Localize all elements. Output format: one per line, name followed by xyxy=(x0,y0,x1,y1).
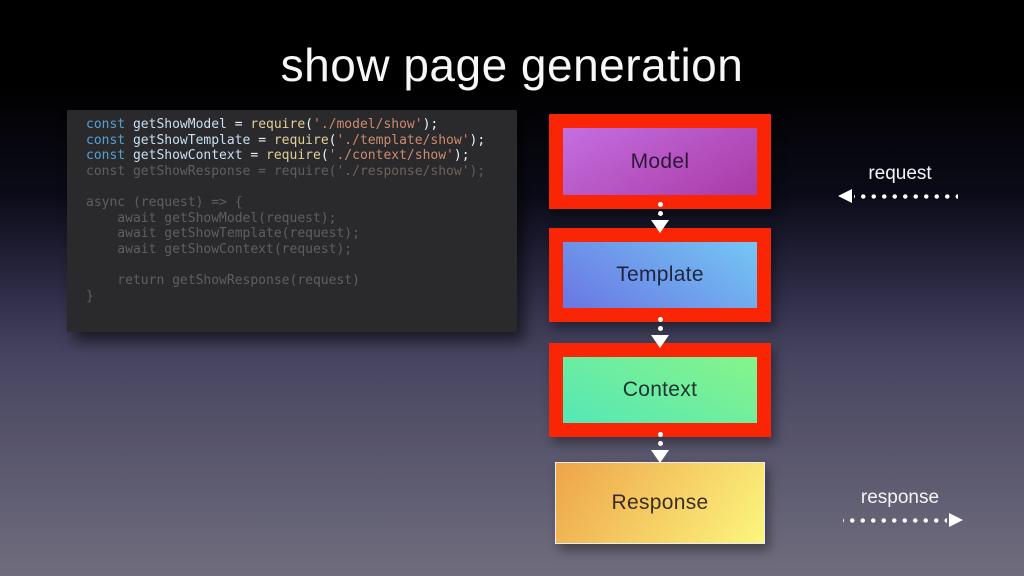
arrow-down-icon xyxy=(651,220,669,233)
code-line: return getShowResponse(request) xyxy=(86,272,360,288)
dotted-line xyxy=(854,193,958,199)
arrow-dot xyxy=(657,317,663,322)
flow-box-context: Context xyxy=(549,343,771,437)
code-line xyxy=(86,179,511,195)
code-line xyxy=(86,257,511,273)
flow-box-label: Context xyxy=(622,378,698,401)
arrow-right-icon xyxy=(949,513,963,527)
arrow-down-icon xyxy=(651,335,669,348)
arrow-down-icon xyxy=(651,450,669,463)
page-title: show page generation xyxy=(280,39,744,91)
flow-box-response-fill: Response xyxy=(555,462,765,544)
flow-box-label: Model xyxy=(630,149,690,173)
code-line: await getShowTemplate(request); xyxy=(86,226,360,242)
flow-box-model-fill: Model xyxy=(563,128,757,195)
response-arrow xyxy=(843,513,963,527)
code-line: const getShowContext = require('./contex… xyxy=(86,148,470,164)
arrow-dot xyxy=(657,202,663,207)
code-block: const getShowModel = require('./model/sh… xyxy=(67,110,517,332)
arrow-down-context-to-response xyxy=(649,432,671,463)
request-arrow xyxy=(838,189,958,203)
code-line: async (request) => { xyxy=(86,194,243,210)
request-label: request xyxy=(868,163,932,184)
flow-box-template: Template xyxy=(549,228,771,322)
code-line: const getShowResponse = require('./respo… xyxy=(86,163,486,179)
arrow-dot xyxy=(657,326,663,331)
code-line: await getShowContext(request); xyxy=(86,241,353,257)
code-line: const getShowModel = require('./model/sh… xyxy=(86,117,439,132)
response-label: response xyxy=(860,487,940,508)
arrow-dot xyxy=(657,432,663,437)
arrow-down-template-to-context xyxy=(649,317,671,348)
arrow-dot xyxy=(657,441,663,446)
flow-box-template-fill: Template xyxy=(563,242,757,308)
dotted-line xyxy=(843,517,947,523)
code-line: const getShowTemplate = require('./templ… xyxy=(86,132,486,148)
flow-box-label: Response xyxy=(611,491,709,514)
flow-box-label: Template xyxy=(616,263,704,286)
flow-box-model: Model xyxy=(549,114,771,209)
code-line: await getShowModel(request); xyxy=(86,210,337,226)
arrow-down-model-to-template xyxy=(649,202,671,233)
flow-box-response: Response xyxy=(555,462,765,544)
flow-box-context-fill: Context xyxy=(563,357,757,423)
arrow-dot xyxy=(657,211,663,216)
arrow-left-icon xyxy=(838,189,852,203)
code-line: } xyxy=(86,288,94,304)
